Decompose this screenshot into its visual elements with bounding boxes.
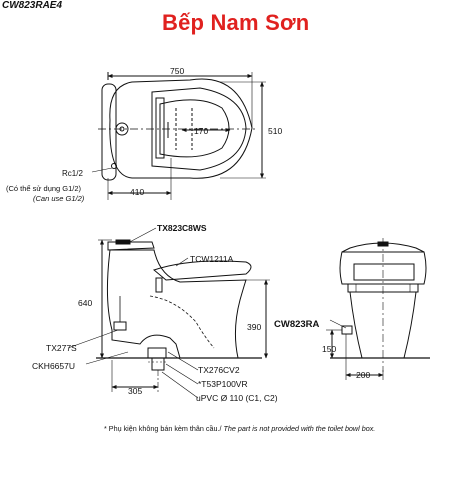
dim-510-label: 510 xyxy=(268,126,282,136)
footnote-vi: * Phụ kiện không bán kèm thân cầu./ xyxy=(104,424,222,433)
top-hinge xyxy=(155,97,165,159)
label-t53p100vr: *T53P100VR xyxy=(198,379,248,389)
side-seat-lid xyxy=(152,260,252,281)
label-tx276cv2: TX276CV2 xyxy=(198,365,240,375)
label-tx277s: TX277S xyxy=(46,343,77,353)
side-valve xyxy=(113,321,127,331)
top-view xyxy=(91,72,266,200)
side-hinge xyxy=(155,277,163,293)
brand-title: Bếp Nam Sơn xyxy=(162,10,310,35)
inlet-point xyxy=(111,163,117,169)
side-view-labels: TX823C8WS TCW1211A 640 390 TX277S CKH665… xyxy=(32,223,278,403)
side-trap xyxy=(149,295,215,349)
dim-640-label: 640 xyxy=(78,298,92,308)
side-tank-lid xyxy=(107,241,155,251)
leader-pvc xyxy=(161,371,199,399)
leader-flange xyxy=(167,351,199,371)
label-cw823ra: CW823RA xyxy=(274,319,320,330)
front-tank xyxy=(339,251,427,285)
dim-305-label: 305 xyxy=(128,386,142,396)
footnote: * Phụ kiện không bán kèm thân cầu./ The … xyxy=(104,424,448,433)
top-view-labels: 750 510 170 410 Rc1/2 (Có thể sử dụng G1… xyxy=(6,66,282,203)
label-pipe-spec: uPVC Ø 110 (C1, C2) xyxy=(196,393,278,403)
top-tank-outline xyxy=(109,78,253,179)
side-flange xyxy=(147,347,167,359)
leader-tank xyxy=(125,227,157,245)
footnote-en: The part is not provided with the toilet… xyxy=(223,424,376,433)
label-ckh6657u: CKH6657U xyxy=(32,361,75,371)
inlet-leader xyxy=(91,167,113,173)
front-view-labels: CW823RA 150 200 xyxy=(274,319,370,380)
side-body-outline xyxy=(106,249,247,359)
dim-150-label: 150 xyxy=(322,344,336,354)
dim-410-label: 410 xyxy=(130,187,144,197)
leader-valve xyxy=(67,329,119,349)
label-tcw1211a: TCW1211A xyxy=(190,254,234,264)
top-tank-back xyxy=(101,83,117,181)
top-seat-outline xyxy=(151,87,247,171)
dim-170-label: 170 xyxy=(194,126,208,136)
front-tank-top xyxy=(341,242,425,253)
side-view xyxy=(67,227,270,399)
leader-cw823ra xyxy=(329,319,347,329)
leader-pipe xyxy=(165,363,199,385)
dim-200-label: 200 xyxy=(356,370,370,380)
leader-seat xyxy=(175,257,189,267)
inlet-note-en: (Can use G1/2) xyxy=(33,194,85,203)
front-seat-panel xyxy=(353,263,415,281)
dim-750-label: 750 xyxy=(170,66,184,76)
model-code: CW823RAE4 xyxy=(2,0,63,11)
label-tx823c8ws: TX823C8WS xyxy=(157,223,207,233)
side-flush-button xyxy=(115,239,131,245)
leader-hose xyxy=(85,351,129,365)
inlet-label: Rc1/2 xyxy=(62,169,83,178)
side-floor-pipe xyxy=(151,358,165,371)
front-view xyxy=(326,238,430,380)
dim-390-label: 390 xyxy=(247,322,261,332)
inlet-note-vi: (Có thể sử dụng G1/2) xyxy=(6,184,82,193)
front-valve xyxy=(341,325,353,335)
